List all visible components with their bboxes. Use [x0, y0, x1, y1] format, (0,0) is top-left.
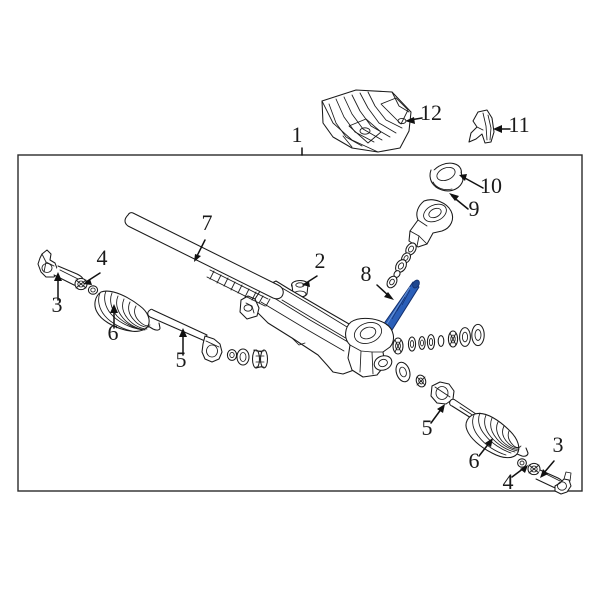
- part-dust-seal-cap: [408, 199, 454, 248]
- part-steering-rack-boot-right: [465, 412, 529, 459]
- leader-7: [194, 239, 206, 262]
- assembly-frame: [17, 154, 583, 492]
- leader-10: [459, 174, 484, 189]
- pinion-washer-stack: [386, 242, 417, 289]
- part-tie-rod-jam-nut-right: [517, 458, 541, 476]
- part-steering-gear-housing: [239, 280, 395, 378]
- leader-6-left: [110, 304, 118, 329]
- leader-11: [493, 125, 511, 133]
- callout-label-11: 11: [508, 112, 529, 137]
- leader-9: [449, 193, 469, 210]
- part-heat-shield-clip: [468, 109, 495, 144]
- callout-label-6-right: 6: [469, 448, 480, 473]
- leader-4-right: [511, 465, 528, 478]
- leader-5-right: [430, 404, 445, 424]
- part-inner-tie-rod-left: [147, 308, 269, 369]
- pinion-right-washer-stack: [392, 323, 485, 388]
- part-pinion-shaft-boot: [429, 162, 464, 192]
- leader-8: [376, 284, 394, 300]
- callout-label-2: 2: [315, 248, 326, 273]
- leader-5-left: [179, 328, 187, 356]
- part-steering-rack-boot-left: [94, 290, 161, 332]
- callout-label-6-left: 6: [108, 320, 119, 345]
- leader-2: [302, 275, 318, 287]
- part-steering-gear-heat-shield: [321, 89, 412, 153]
- callout-label-9: 9: [469, 196, 480, 221]
- callout-label-7: 7: [202, 210, 213, 235]
- callout-label-3-left: 3: [52, 292, 63, 317]
- callout-label-8: 8: [361, 261, 372, 286]
- callout-label-4-left: 4: [97, 245, 108, 270]
- callout-label-1: 1: [292, 122, 303, 147]
- leader-3-left: [54, 272, 62, 301]
- callout-label-12: 12: [420, 100, 442, 125]
- callout-label-3-right: 3: [553, 432, 564, 457]
- part-steering-rack-bar: [124, 212, 284, 307]
- leader-3-right: [540, 460, 555, 478]
- callout-label-4-right: 4: [503, 469, 514, 494]
- callout-label-5-left: 5: [176, 347, 187, 372]
- leader-6-right: [478, 438, 493, 457]
- callout-label-10: 10: [480, 173, 502, 198]
- callout-label-5-right: 5: [422, 415, 433, 440]
- leader-12: [405, 117, 423, 124]
- leader-4-left: [83, 272, 101, 285]
